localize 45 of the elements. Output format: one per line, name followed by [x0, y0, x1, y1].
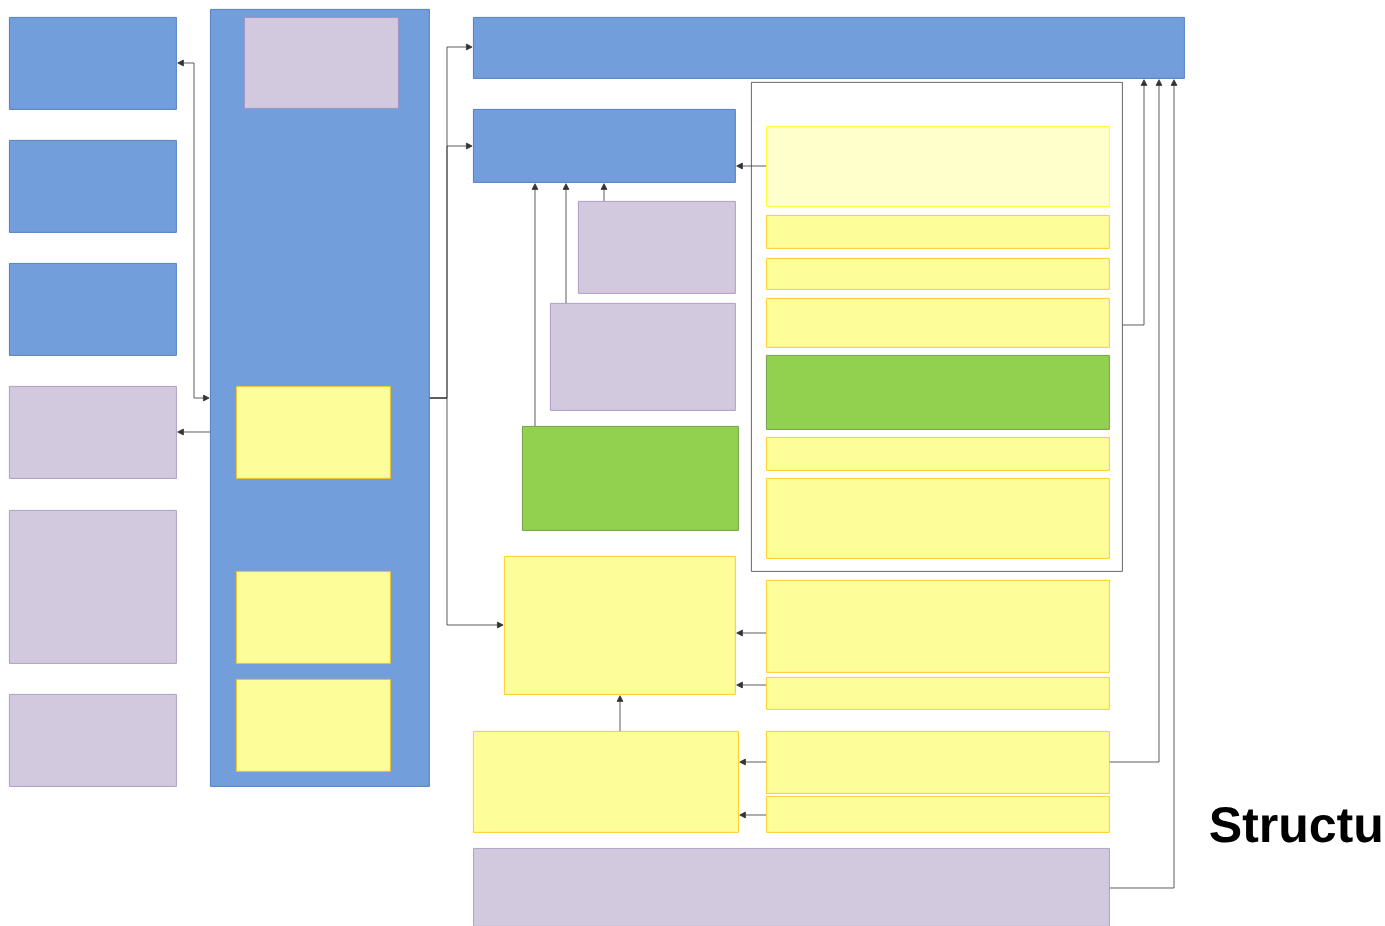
heading-text: Structu	[1210, 807, 1381, 843]
process-box	[766, 258, 1110, 290]
process-box	[766, 437, 1110, 471]
arrow	[736, 162, 767, 170]
arrow	[600, 183, 608, 202]
arrow	[531, 183, 539, 427]
process-box	[550, 303, 736, 411]
process-box	[9, 140, 177, 233]
process-box	[236, 571, 391, 664]
arrow	[1109, 79, 1163, 763]
arrow	[562, 183, 570, 304]
process-box	[578, 201, 736, 294]
arrow	[177, 428, 211, 436]
process-box	[766, 478, 1110, 559]
process-box	[236, 679, 391, 772]
process-box	[766, 126, 1110, 207]
process-box	[766, 355, 1110, 430]
process-box	[766, 796, 1110, 833]
process-box	[473, 848, 1110, 926]
arrow	[739, 811, 767, 819]
arrow	[429, 397, 504, 629]
process-box	[473, 17, 1185, 79]
process-box	[9, 17, 177, 110]
arrow	[736, 681, 767, 689]
process-box	[766, 580, 1110, 673]
process-box	[766, 731, 1110, 794]
process-box	[9, 510, 177, 664]
process-box	[504, 556, 736, 695]
arrow	[1109, 79, 1178, 889]
arrow	[736, 629, 767, 637]
process-box	[766, 677, 1110, 710]
process-box	[244, 17, 399, 109]
process-box	[473, 109, 736, 183]
process-box	[9, 263, 177, 356]
process-box	[766, 215, 1110, 249]
arrow	[1122, 79, 1148, 326]
arrow	[177, 59, 210, 402]
process-box	[766, 298, 1110, 348]
process-box	[9, 694, 177, 787]
process-box	[236, 386, 391, 479]
process-box	[522, 426, 739, 531]
arrow	[739, 758, 767, 766]
process-box	[9, 386, 177, 479]
arrow	[616, 695, 624, 732]
process-box	[473, 731, 739, 833]
